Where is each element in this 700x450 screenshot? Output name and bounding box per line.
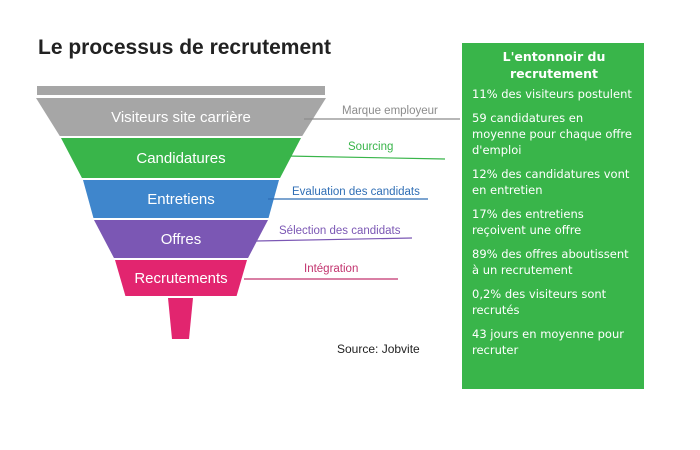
- stats-panel-title: L'entonnoir du recrutement: [502, 49, 606, 81]
- stage-offers: [94, 220, 268, 258]
- annotation-employer-brand-label: Marque employeur: [342, 105, 438, 117]
- annotation-selection-label: Sélection des candidats: [279, 225, 401, 237]
- stat-item: 11% des visiteurs postulent: [472, 87, 632, 101]
- stat-item: 89% des offres aboutissent à un recrutem…: [472, 247, 629, 277]
- stage-interviews-label: Entretiens: [147, 191, 215, 208]
- annotation-sourcing-label: Sourcing: [348, 141, 393, 153]
- stat-item: 12% des candidatures vont en entretien: [472, 167, 630, 197]
- stage-hires-label: Recrutements: [134, 270, 227, 287]
- source-note: Source: Jobvite: [337, 342, 420, 356]
- stage-applications-label: Candidatures: [136, 150, 225, 167]
- stage-interviews: [83, 180, 279, 218]
- stage-applications: [61, 138, 301, 178]
- funnel-top-bar: [37, 86, 325, 95]
- stage-visitors: [36, 98, 326, 136]
- stat-item: 0,2% des visiteurs sont recrutés: [472, 287, 607, 317]
- stat-item: 59 candidatures en moyenne pour chaque o…: [472, 111, 632, 157]
- page-title: Le processus de recrutement: [38, 36, 331, 59]
- stage-visitors-label: Visiteurs site carrière: [111, 109, 251, 126]
- recruitment-funnel-diagram: Visiteurs site carrièreCandidaturesEntre…: [36, 86, 460, 339]
- stage-offers-label: Offres: [161, 231, 202, 248]
- stat-item: 43 jours en moyenne pour recruter: [472, 327, 624, 357]
- stat-item: 17% des entretiens reçoivent une offre: [472, 207, 584, 237]
- annotation-assessment-label: Evaluation des candidats: [292, 186, 420, 198]
- annotation-sourcing-line: [285, 155, 446, 160]
- stage-hires: [115, 260, 247, 296]
- annotation-selection-line: [255, 237, 413, 242]
- stats-panel: L'entonnoir du recrutement 11% des visit…: [462, 43, 644, 389]
- annotation-onboarding-label: Intégration: [304, 263, 358, 275]
- funnel-spout: [168, 298, 193, 339]
